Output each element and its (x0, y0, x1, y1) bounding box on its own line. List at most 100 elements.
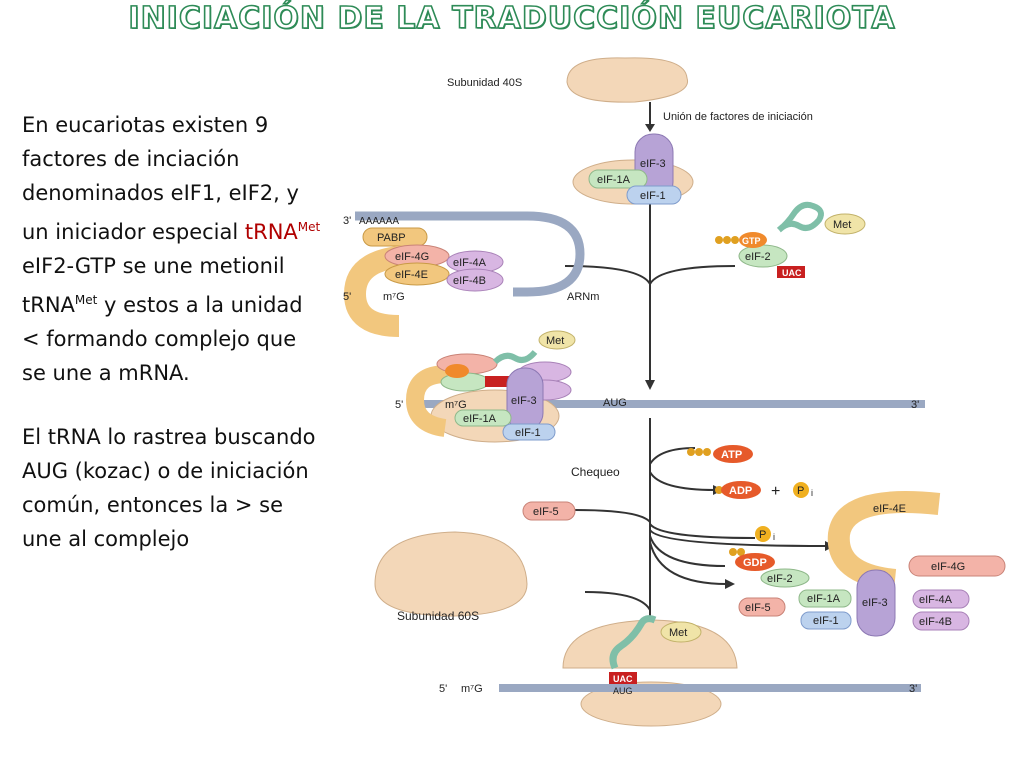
eif4a-released (912, 589, 970, 609)
arrow-eif5-in (574, 509, 651, 523)
eif4g-label: eIF-4G (395, 251, 429, 263)
pi-label: P (797, 485, 804, 497)
adp-shape (721, 481, 761, 499)
eif3-released-label: eIF-3 (862, 597, 888, 609)
ribosome-80s-large (562, 619, 738, 669)
factors-text: En eucariotas existen 9 factores de inci… (22, 113, 299, 244)
mrna-3prime-label-final: 3' (909, 683, 917, 695)
gtp-label: GTP (742, 236, 761, 246)
phosphate-dot (687, 448, 695, 456)
arnm-label: ARNm (567, 291, 599, 303)
gdp-label: GDP (743, 557, 767, 569)
met-label: Met (833, 219, 851, 231)
eif5-released (738, 597, 786, 617)
phosphate-dot (715, 486, 723, 494)
pi-shape (793, 482, 809, 498)
phosphate-dot (695, 448, 703, 456)
pi-subscript: i (811, 488, 813, 498)
subunit-40s-label: Subunidad 40S (447, 77, 522, 89)
eif1-released-label: eIF-1 (813, 615, 839, 627)
trna-scan (492, 349, 538, 365)
eif4b-released-label: eIF-4B (919, 616, 952, 628)
eif5-protein (522, 501, 576, 521)
explanation-text: En eucariotas existen 9 factores de inci… (22, 108, 322, 556)
subunit-40s-shape (566, 57, 689, 103)
page-title: INICIACIÓN DE LA TRADUCCIÓN EUCARIOTA (128, 0, 896, 37)
phosphate-dot (729, 548, 737, 556)
met-residue (824, 213, 866, 235)
arrow-to-pi (649, 523, 756, 539)
arrow-to-adp (649, 471, 716, 491)
subunit-60s-label: Subunidad 60S (397, 609, 479, 623)
arrow-head-factors (725, 579, 735, 589)
mrna-5prime-label-final: 5' (439, 683, 447, 695)
eif3-label-scan: eIF-3 (511, 395, 537, 407)
eif3-label: eIF-3 (640, 158, 666, 170)
arrow-merge-trna (649, 265, 736, 285)
eif1a-released (798, 589, 852, 608)
pi-shape-2 (755, 526, 771, 542)
eif4a-released-label: eIF-4A (919, 594, 953, 606)
eif4e-released-label: eIF-4E (873, 503, 906, 515)
uac-scan (485, 376, 511, 387)
chequeo-label: Chequeo (571, 465, 620, 479)
pi-label-2: P (759, 529, 766, 541)
aug-final-label: AUG (613, 686, 633, 696)
atp-shape (713, 445, 753, 463)
phosphate-dot (715, 236, 723, 244)
arrow-to-eif4e (649, 529, 828, 547)
gtp-scan (445, 364, 469, 378)
uac-label: UAC (782, 268, 802, 278)
eif5-released-label: eIF-5 (745, 602, 771, 614)
binding-factors-label: Unión de factores de iniciación (663, 111, 813, 123)
eif4e-label: eIF-4E (395, 269, 428, 281)
paragraph-factors: En eucariotas existen 9 factores de inci… (22, 108, 322, 249)
eif1a-protein (588, 169, 648, 189)
atp-label: ATP (721, 449, 742, 461)
eif2-label: eIF-2 (745, 251, 771, 263)
pabp-label: PABP (377, 232, 406, 244)
met-scan (538, 330, 576, 350)
trna-met-label: tRNAMet (244, 220, 321, 244)
pi-subscript-2: i (773, 532, 775, 542)
phosphate-dot (731, 236, 739, 244)
met-final-label: Met (669, 627, 687, 639)
eif4e-protein (384, 262, 450, 286)
eif4e-scan-shape (405, 365, 448, 437)
uac-anticodon (777, 266, 805, 278)
arrow-60s-in (584, 591, 651, 611)
eif4b-released (912, 611, 970, 631)
mrna-3prime-label-scan: 3' (911, 399, 919, 411)
aug-codon-label-scan: AUG (603, 397, 627, 409)
met-final (660, 621, 702, 643)
eif1a-label-scan: eIF-1A (463, 413, 497, 425)
mrna-5prime-label-scan: 5' (395, 399, 403, 411)
eif2-released (760, 568, 810, 588)
eif4g-released (908, 555, 1006, 577)
m7g-label-final: m⁷G (461, 683, 483, 695)
uac-final (609, 672, 637, 684)
arrow-head-2 (645, 380, 655, 390)
paragraph-eif2: eIF2-GTP se une metionil tRNAMet y estos… (22, 254, 303, 385)
eif4b-label: eIF-4B (453, 275, 486, 287)
eif1-label-scan: eIF-1 (515, 427, 541, 439)
ribosome-80s-small (580, 681, 722, 727)
uac-final-label: UAC (613, 674, 633, 684)
plus-sign: + (771, 483, 780, 500)
eif3-released (856, 569, 896, 637)
trna-final (609, 615, 657, 670)
phosphate-dot (703, 448, 711, 456)
arrow-to-atp (649, 447, 696, 465)
phosphate-dot (737, 548, 745, 556)
eif1-released (800, 611, 852, 630)
pabp-protein (362, 227, 428, 247)
mrna-loop (355, 211, 585, 297)
eif1-label: eIF-1 (640, 190, 666, 202)
eif1a-label: eIF-1A (597, 174, 631, 186)
eif4g-released-label: eIF-4G (931, 561, 965, 573)
gdp-shape (735, 553, 775, 571)
met-label-scan: Met (546, 335, 564, 347)
gtp-shape (739, 232, 767, 248)
arrow-to-gdp (649, 535, 726, 567)
eif4b-protein (446, 268, 504, 292)
